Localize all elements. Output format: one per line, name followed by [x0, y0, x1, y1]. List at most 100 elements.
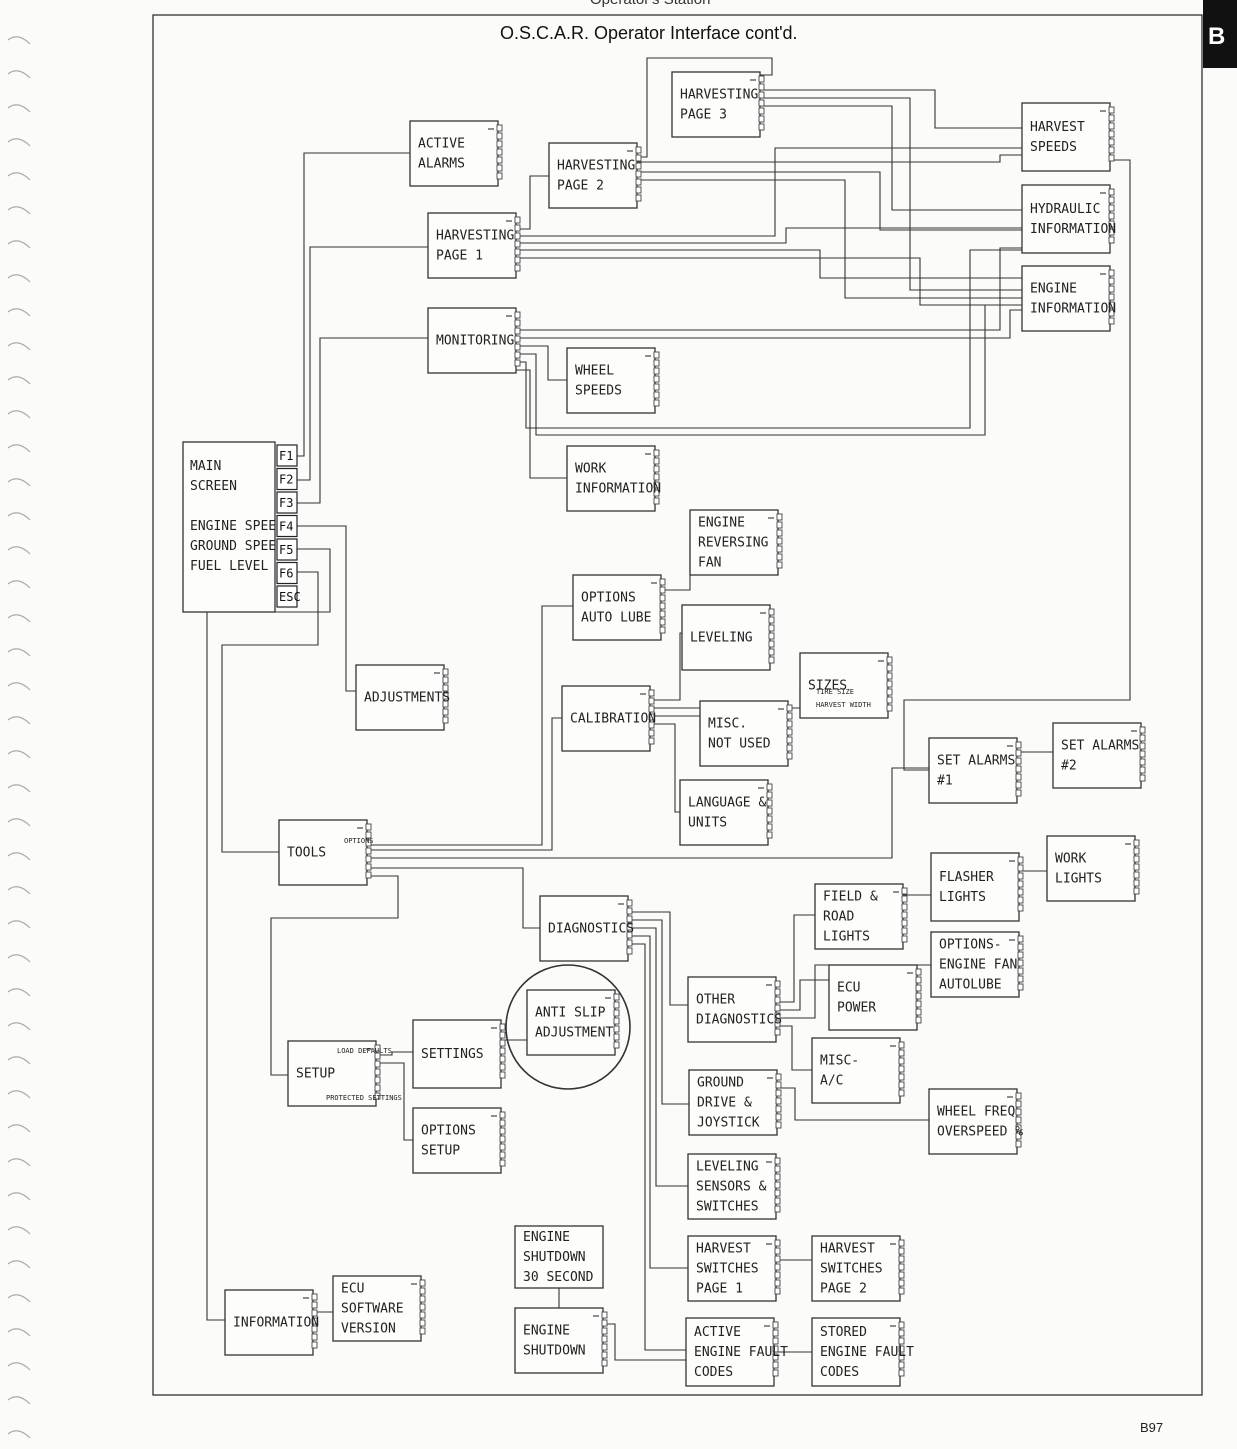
- key-f4: [276, 514, 298, 538]
- node-label-work-lights: WORK: [1055, 852, 1086, 867]
- node-label-engine-shutdown: SHUTDOWN: [523, 1344, 586, 1359]
- node-label-engine-reversing-fan: REVERSING: [698, 536, 769, 551]
- section-tab-letter: B: [1208, 23, 1225, 50]
- node-label-other-diagnostics: OTHER: [696, 993, 735, 1008]
- node-label-engine-reversing-fan: FAN: [698, 556, 721, 571]
- node-label-leveling-sensors-switches: LEVELING: [696, 1160, 759, 1175]
- page-frame: [152, 14, 1203, 1396]
- main-screen-label: SCREEN: [190, 479, 237, 494]
- page-number: B97: [1140, 1420, 1163, 1435]
- node-label-flasher-lights: LIGHTS: [939, 890, 986, 905]
- node-label-options-engine-fan-autolube: OPTIONS-: [939, 938, 1002, 953]
- node-label-misc-ac: A/C: [820, 1074, 843, 1089]
- node-leveling: LEVELING: [681, 604, 775, 671]
- node-calibration: CALIBRATION: [561, 685, 656, 752]
- key-f2: [276, 467, 298, 491]
- key-f6: [276, 561, 298, 585]
- node-label-setup: SETUP: [296, 1067, 335, 1082]
- node-label-stored-engine-fault-codes: CODES: [820, 1365, 859, 1380]
- key-label: F1: [279, 449, 293, 463]
- node-set-alarms-1: SET ALARMS #1: [928, 737, 1022, 804]
- node-label-stored-engine-fault-codes: STORED: [820, 1325, 867, 1340]
- node-label-sizes: SIZES: [808, 679, 847, 694]
- key-f3: [276, 491, 298, 514]
- node-label-language-units: UNITS: [688, 816, 727, 831]
- node-set-alarms-2: SET ALARMS#2: [1052, 722, 1146, 789]
- node-label-hydraulic-information: HYDRAULIC: [1030, 202, 1100, 217]
- node-label-field-road-lights: ROAD: [823, 910, 854, 925]
- node-setup: SETUP: [287, 1040, 381, 1107]
- node-label-engine-shutdown: ENGINE: [523, 1324, 570, 1339]
- node-label-ecu-software-version: VERSION: [341, 1322, 396, 1337]
- node-label-active-alarms: ACTIVE: [418, 137, 465, 152]
- key-esc: [276, 585, 298, 608]
- node-label-harvest-switches-page-1: SWITCHES: [696, 1262, 759, 1277]
- node-harvesting-page-2: HARVESTING PAGE 2: [548, 142, 642, 209]
- node-label-field-road-lights: LIGHTS: [823, 930, 870, 945]
- node-label-information: INFORMATION: [233, 1316, 319, 1331]
- node-settings: SETTINGS: [412, 1019, 506, 1089]
- node-diagnostics: DIAGNOSTICS: [539, 895, 634, 962]
- node-label-ecu-software-version: ECU: [341, 1282, 364, 1297]
- node-label-work-information: WORK: [575, 462, 606, 477]
- highlight-circle: [505, 964, 631, 1090]
- node-label-harvesting-page-2: PAGE 2: [557, 179, 604, 194]
- node-misc-not-used: MISC.NOT USED: [699, 700, 793, 767]
- node-label-misc-not-used: NOT USED: [708, 737, 771, 752]
- node-label-other-diagnostics: DIAGNOSTICS: [696, 1013, 782, 1028]
- node-label-active-engine-fault-codes: ACTIVE: [694, 1325, 741, 1340]
- node-label-options-setup: OPTIONS: [421, 1124, 476, 1139]
- node-label-engine-information: ENGINE: [1030, 282, 1077, 297]
- node-sizes: SIZES: [799, 652, 893, 719]
- key-label: F6: [279, 567, 293, 581]
- node-adjustments: ADJUSTMENTS: [355, 664, 450, 731]
- key-label: F4: [279, 520, 293, 534]
- node-label-set-alarms-1: SET ALARMS: [937, 754, 1015, 769]
- key-label: ESC: [279, 590, 301, 604]
- node-label-ground-drive-joystick: JOYSTICK: [697, 1116, 760, 1131]
- node-label-stored-engine-fault-codes: ENGINE FAULT: [820, 1345, 914, 1360]
- node-engine-shutdown: ENGINE SHUTDOWN: [514, 1307, 608, 1374]
- key-f5: [276, 538, 298, 561]
- node-tools: TOOLS: [278, 819, 372, 886]
- node-label-settings: SETTINGS: [421, 1047, 484, 1062]
- node-label-language-units: LANGUAGE &: [688, 796, 766, 811]
- small-label-sizes-tire: TIRE SIZE: [816, 688, 854, 696]
- node-options-setup: OPTIONS SETUP: [412, 1107, 506, 1174]
- node-label-set-alarms-1: #1: [937, 774, 953, 789]
- node-label-calibration: CALIBRATION: [570, 712, 656, 727]
- node-label-leveling-sensors-switches: SENSORS &: [696, 1180, 767, 1195]
- node-label-harvesting-page-2: HARVESTING: [557, 159, 635, 174]
- node-label-set-alarms-2: #2: [1061, 759, 1077, 774]
- node-label-harvest-switches-page-2: PAGE 2: [820, 1282, 867, 1297]
- node-label-ground-drive-joystick: DRIVE &: [697, 1096, 752, 1111]
- node-work-lights: WORK LIGHTS: [1046, 835, 1140, 902]
- node-label-harvesting-page-1: PAGE 1: [436, 249, 483, 264]
- node-label-harvest-switches-page-2: HARVEST: [820, 1242, 875, 1257]
- node-monitoring: MONITORING: [427, 307, 521, 374]
- node-label-options-setup: SETUP: [421, 1144, 460, 1159]
- node-label-engine-information: INFORMATION: [1030, 302, 1116, 317]
- node-label-wheel-speeds: WHEEL: [575, 364, 614, 379]
- node-label-monitoring: MONITORING: [436, 334, 514, 349]
- node-label-work-lights: LIGHTS: [1055, 872, 1102, 887]
- main-screen-label: ENGINE SPEED: [190, 519, 284, 534]
- node-label-harvest-speeds: SPEEDS: [1030, 140, 1077, 155]
- node-label-engine-shutdown-30-second: ENGINE: [523, 1230, 570, 1245]
